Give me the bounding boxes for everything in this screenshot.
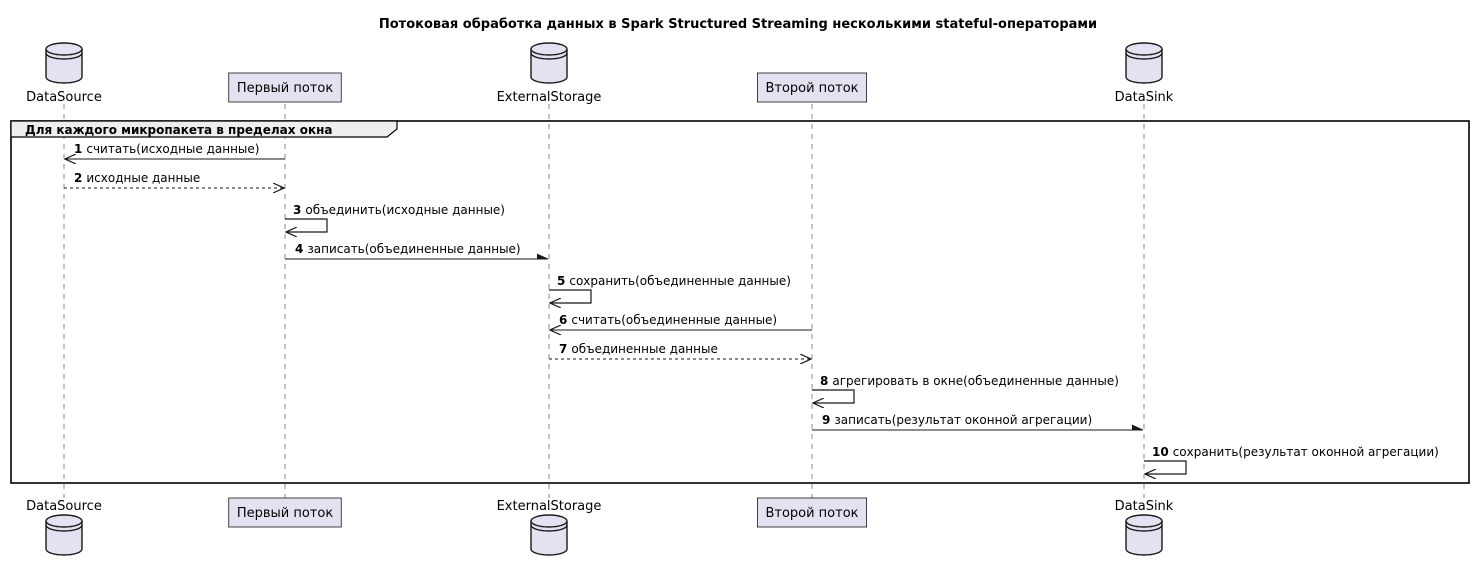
message-label: 2 исходные данные	[74, 171, 200, 185]
message-label: 6 считать(объединенные данные)	[559, 313, 777, 327]
message-text: сохранить(результат оконной агрегации)	[1173, 445, 1439, 459]
message-number: 10	[1152, 445, 1169, 459]
message-text: записать(результат оконной агрегации)	[834, 413, 1092, 427]
message-label: 3 объединить(исходные данные)	[293, 203, 505, 217]
diagram-title: Потоковая обработка данных в Spark Struc…	[379, 17, 1097, 32]
message-number: 9	[822, 413, 830, 427]
message-3: 3 объединить(исходные данные)	[285, 203, 505, 232]
message-number: 1	[74, 142, 82, 156]
participant-box	[756, 497, 868, 528]
group-frame: Для каждого микропакета в пределах окна	[10, 120, 1470, 484]
participant-name: Второй поток	[765, 506, 858, 521]
participants-bottom: DataSource Первый поток ExternalStorage Вто…	[26, 497, 1174, 556]
participant-name: Первый поток	[237, 506, 334, 521]
participant-name: ExternalStorage	[497, 499, 602, 514]
message-text: объединенные данные	[571, 342, 718, 356]
participant-top-3: Второй поток	[756, 72, 868, 103]
message-label: 1 считать(исходные данные)	[74, 142, 259, 156]
participant-box	[756, 72, 868, 103]
message-arrow	[549, 289, 592, 303]
participant-box	[228, 72, 342, 103]
message-label: 4 записать(объединенные данные)	[295, 242, 521, 256]
participant-bottom-3: Второй поток	[756, 497, 868, 528]
message-text: объединить(исходные данные)	[305, 203, 505, 217]
message-10: 10 сохранить(результат оконной агрегации)	[1144, 445, 1439, 474]
message-arrow	[812, 389, 855, 403]
message-number: 8	[820, 374, 828, 388]
message-text: агрегировать в окне(объединенные данные)	[832, 374, 1119, 388]
message-arrow	[285, 218, 328, 232]
message-label: 9 записать(результат оконной агрегации)	[822, 413, 1092, 427]
participant-name: Первый поток	[237, 81, 334, 96]
messages: 1 считать(исходные данные) 2 исходные данны…	[64, 142, 1439, 474]
message-5: 5 сохранить(объединенные данные)	[549, 274, 791, 303]
participant-name: Второй поток	[765, 81, 858, 96]
message-number: 3	[293, 203, 301, 217]
group-label: Для каждого микропакета в пределах окна	[25, 123, 332, 137]
message-text: сохранить(объединенные данные)	[569, 274, 791, 288]
message-4: 4 записать(объединенные данные)	[285, 242, 548, 260]
message-8: 8 агрегировать в окне(объединенные данные…	[812, 374, 1119, 403]
message-number: 6	[559, 313, 567, 327]
message-number: 7	[559, 342, 567, 356]
message-text: записать(объединенные данные)	[307, 242, 520, 256]
message-2: 2 исходные данные	[64, 171, 284, 188]
message-arrow	[1144, 460, 1187, 474]
participant-name: DataSource	[26, 499, 102, 514]
message-text: исходные данные	[86, 171, 200, 185]
participant-bottom-datasink: DataSink	[1115, 499, 1174, 556]
participant-box	[228, 497, 342, 528]
message-label: 5 сохранить(объединенные данные)	[557, 274, 791, 288]
message-text: считать(объединенные данные)	[571, 313, 777, 327]
database-icon	[1125, 514, 1163, 556]
participant-top-externalstorage: ExternalStorage	[497, 42, 602, 105]
lifelines	[63, 104, 1145, 498]
database-icon	[45, 42, 83, 84]
participant-top-1: Первый поток	[228, 72, 342, 103]
participant-bottom-1: Первый поток	[228, 497, 342, 528]
group-label-tab	[10, 120, 398, 138]
participant-name: DataSink	[1115, 499, 1174, 514]
message-number: 2	[74, 171, 82, 185]
participant-top-datasink: DataSink	[1115, 42, 1174, 105]
message-9: 9 записать(результат оконной агрегации)	[812, 413, 1143, 431]
database-icon	[45, 514, 83, 556]
message-number: 5	[557, 274, 565, 288]
database-icon	[530, 514, 568, 556]
message-number: 4	[295, 242, 303, 256]
database-icon	[1125, 42, 1163, 84]
message-1: 1 считать(исходные данные)	[65, 142, 285, 159]
message-label: 10 сохранить(результат оконной агрегации)	[1152, 445, 1439, 459]
group-box	[10, 120, 1470, 484]
message-label: 8 агрегировать в окне(объединенные данные…	[820, 374, 1119, 388]
database-icon	[530, 42, 568, 84]
participant-name: ExternalStorage	[497, 90, 602, 105]
participant-top-datasource: DataSource	[26, 42, 102, 105]
message-6: 6 считать(объединенные данные)	[550, 313, 812, 330]
message-label: 7 объединенные данные	[559, 342, 718, 356]
participant-bottom-datasource: DataSource	[26, 499, 102, 556]
message-text: считать(исходные данные)	[86, 142, 259, 156]
participant-bottom-externalstorage: ExternalStorage	[497, 499, 602, 556]
message-7: 7 объединенные данные	[549, 342, 811, 359]
participant-name: DataSink	[1115, 90, 1174, 105]
participant-name: DataSource	[26, 90, 102, 105]
